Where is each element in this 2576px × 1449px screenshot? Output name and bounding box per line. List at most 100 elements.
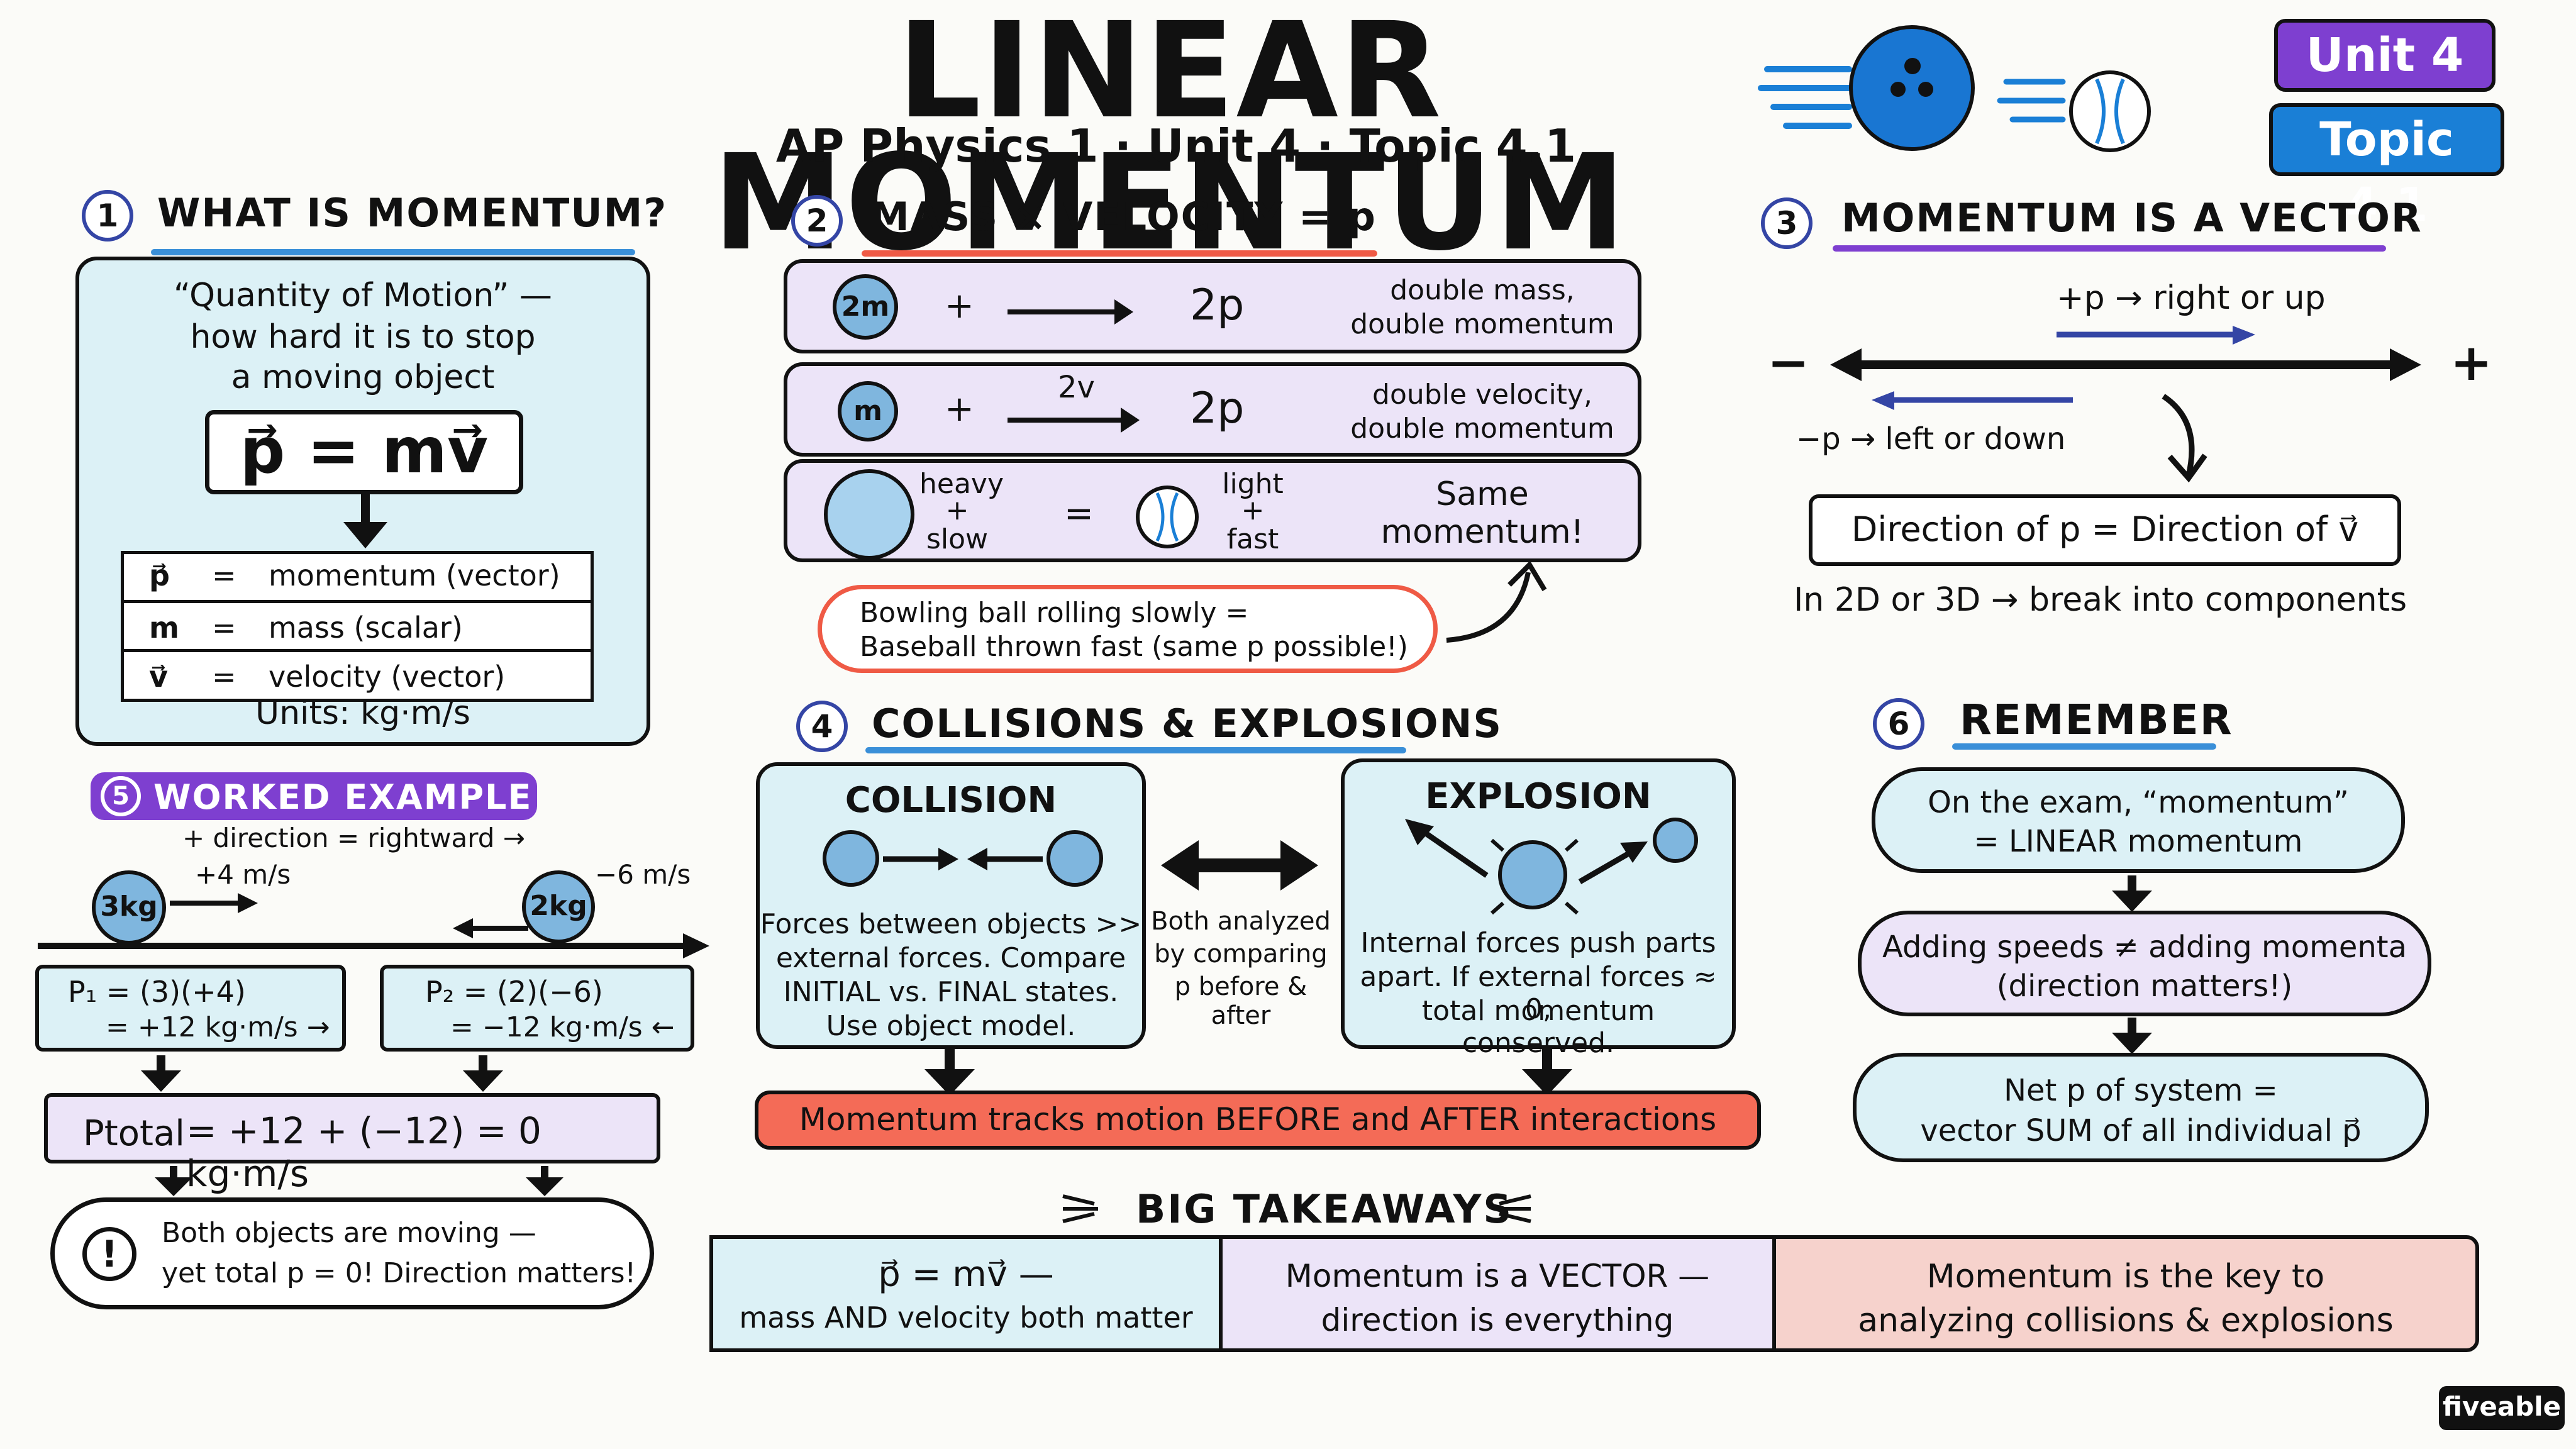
unit-badge: Unit 4	[2274, 19, 2496, 92]
track-line	[38, 933, 709, 958]
takeaways-heading: BIG TAKEAWAYS	[1136, 1186, 1514, 1232]
p1-calc-box: P₁ = (3)(+4) = +12 kg·m/s →	[35, 965, 346, 1052]
double-mass-row: 2m + 2p double mass, double momentum	[784, 259, 1641, 353]
momentum-formula: p⃗ = mv⃗	[205, 410, 523, 494]
negative-direction-arrow	[1872, 391, 2073, 410]
down-arrow-icon	[463, 1055, 503, 1092]
both-moving-cloud: ! Both objects are moving — yet total p …	[50, 1197, 654, 1309]
callout-line: Baseball thrown fast (same p possible!)	[860, 631, 1408, 663]
section-4-underline	[865, 747, 1406, 753]
what-is-momentum-card: “Quantity of Motion” — how hard it is to…	[75, 257, 650, 746]
remember-line: Adding speeds ≠ adding momenta	[1882, 930, 2407, 965]
sparkle-right-icon	[1496, 1194, 1531, 1223]
down-arrow-icon	[2112, 875, 2152, 912]
components-note: In 2D or 3D → break into components	[1794, 581, 2407, 619]
explosion-text: apart. If external forces ≈ 0,	[1360, 961, 1717, 1025]
colliding-ball-right	[1046, 830, 1103, 887]
collision-text: external forces. Compare	[775, 942, 1126, 974]
explosion-text: Internal forces push parts	[1360, 927, 1716, 959]
takeaway-key: Momentum is the key to analyzing collisi…	[1772, 1235, 2479, 1352]
double-velocity-row: m + 2v 2p double velocity, double moment…	[784, 362, 1641, 457]
mass-ball: 2m	[833, 274, 898, 340]
section-2-underline	[862, 250, 1377, 257]
ball-2-arrow	[453, 918, 528, 938]
minus-sign: −	[1767, 333, 1810, 392]
plus-p-label: +p → right or up	[2057, 279, 2326, 317]
plus-sign: +	[945, 389, 974, 430]
section-5-number: 5	[101, 776, 141, 816]
section-4-number: 4	[796, 701, 848, 752]
sparkle-left-icon	[1062, 1194, 1098, 1223]
callout-line: Bowling ball rolling slowly =	[860, 597, 1249, 629]
momentum-desc-line: a moving object	[231, 358, 495, 396]
section-2-number: 2	[791, 195, 843, 247]
both-analyzed-text: p before & after	[1174, 972, 1307, 1030]
brand-logo[interactable]: fiveable	[2439, 1386, 2565, 1430]
curved-arrow-icon	[1446, 560, 1547, 643]
section-3-underline	[1833, 245, 2386, 252]
takeaway-formula: p⃗ = mv⃗ — mass AND velocity both matter	[709, 1235, 1223, 1352]
positive-direction-arrow	[2057, 326, 2255, 345]
units-label: Units: kg·m/s	[255, 694, 470, 732]
section-6-underline	[1952, 743, 2216, 750]
definition-row: v⃗ = velocity (vector)	[124, 649, 591, 698]
section-1-heading: WHAT IS MOMENTUM?	[157, 190, 668, 236]
takeaway-line: p⃗ = mv⃗ —	[878, 1254, 1054, 1295]
p2-line: = −12 kg·m/s ←	[450, 1011, 675, 1043]
section-3-number: 3	[1761, 197, 1813, 249]
both-analyzed-text: Both analyzed	[1151, 907, 1331, 936]
explosion-card: EXPLOSION Internal forces push parts apa…	[1341, 758, 1736, 1059]
p-total-label: Ptotal	[83, 1113, 185, 1154]
down-arrow-icon	[526, 1166, 564, 1196]
p-total-box: Ptotal = +12 + (−12) = 0 kg·m/s	[44, 1093, 660, 1195]
down-arrow-icon	[2112, 1018, 2152, 1054]
collision-text: Forces between objects >>	[760, 908, 1142, 940]
collision-text: INITIAL vs. FINAL states.	[783, 976, 1119, 1008]
p2-line: P₂ = (2)(−6)	[425, 975, 603, 1009]
heavy-label: slow	[926, 523, 989, 555]
explosion-arrow-right	[1578, 841, 1648, 884]
explosion-arrow-left	[1405, 819, 1489, 878]
heavy-label: +	[945, 494, 969, 526]
collision-card: COLLISION Forces between objects >> exte…	[756, 762, 1146, 1049]
heavy-label: heavy	[919, 468, 1004, 500]
speed-lines-icon	[1758, 66, 1852, 129]
fragment-ball	[1653, 818, 1698, 863]
arrow-label: 2v	[1058, 370, 1095, 405]
topic-badge: Topic 4.1	[2269, 103, 2504, 232]
remember-line: Net p of system =	[2004, 1073, 2278, 1108]
ball-2kg: 2kg	[522, 870, 595, 943]
remember-line: (direction matters!)	[1996, 969, 2293, 1004]
takeaway-line: analyzing collisions & explosions	[1858, 1302, 2394, 1340]
collision-title: COLLISION	[845, 780, 1057, 821]
bowling-ball-icon	[1849, 25, 1975, 151]
exploding-ball	[1498, 840, 1567, 909]
minus-p-label: −p → left or down	[1796, 421, 2066, 457]
momentum-desc-line: “Quantity of Motion” —	[174, 277, 552, 314]
down-arrow-icon	[924, 1048, 975, 1096]
plus-sign: +	[2450, 333, 2493, 392]
section-5-heading: WORKED EXAMPLE	[153, 777, 533, 817]
row-note: double mass,	[1390, 274, 1575, 306]
cloud-line: Both objects are moving —	[162, 1217, 536, 1249]
page-subtitle: AP Physics 1 · Unit 4 · Topic 4.1	[775, 119, 1577, 172]
mass-ball: m	[838, 381, 898, 441]
direction-box: Direction of p = Direction of v⃗	[1809, 494, 2401, 566]
baseball-icon	[1136, 486, 1199, 548]
light-label: +	[1241, 494, 1265, 526]
curved-down-arrow-icon	[2162, 394, 2207, 483]
row-note: double momentum	[1350, 308, 1614, 340]
page-title: LINEAR MOMENTUM	[712, 0, 1628, 280]
light-label: fast	[1226, 523, 1279, 555]
result-label: 2p	[1190, 280, 1245, 330]
takeaway-line: Momentum is the key to	[1926, 1258, 2325, 1296]
explosion-text: total momentum conserved.	[1421, 995, 1655, 1059]
section-5-pill	[91, 772, 537, 820]
light-label: light	[1222, 468, 1284, 500]
takeaway-line: Momentum is a VECTOR —	[1285, 1258, 1710, 1294]
explosion-title: EXPLOSION	[1425, 776, 1652, 817]
ball-1-velocity: +4 m/s	[195, 859, 291, 890]
collision-text: Use object model.	[826, 1010, 1076, 1042]
cloud-line: yet total p = 0! Direction matters!	[162, 1257, 636, 1289]
section-1-number: 1	[82, 190, 133, 242]
